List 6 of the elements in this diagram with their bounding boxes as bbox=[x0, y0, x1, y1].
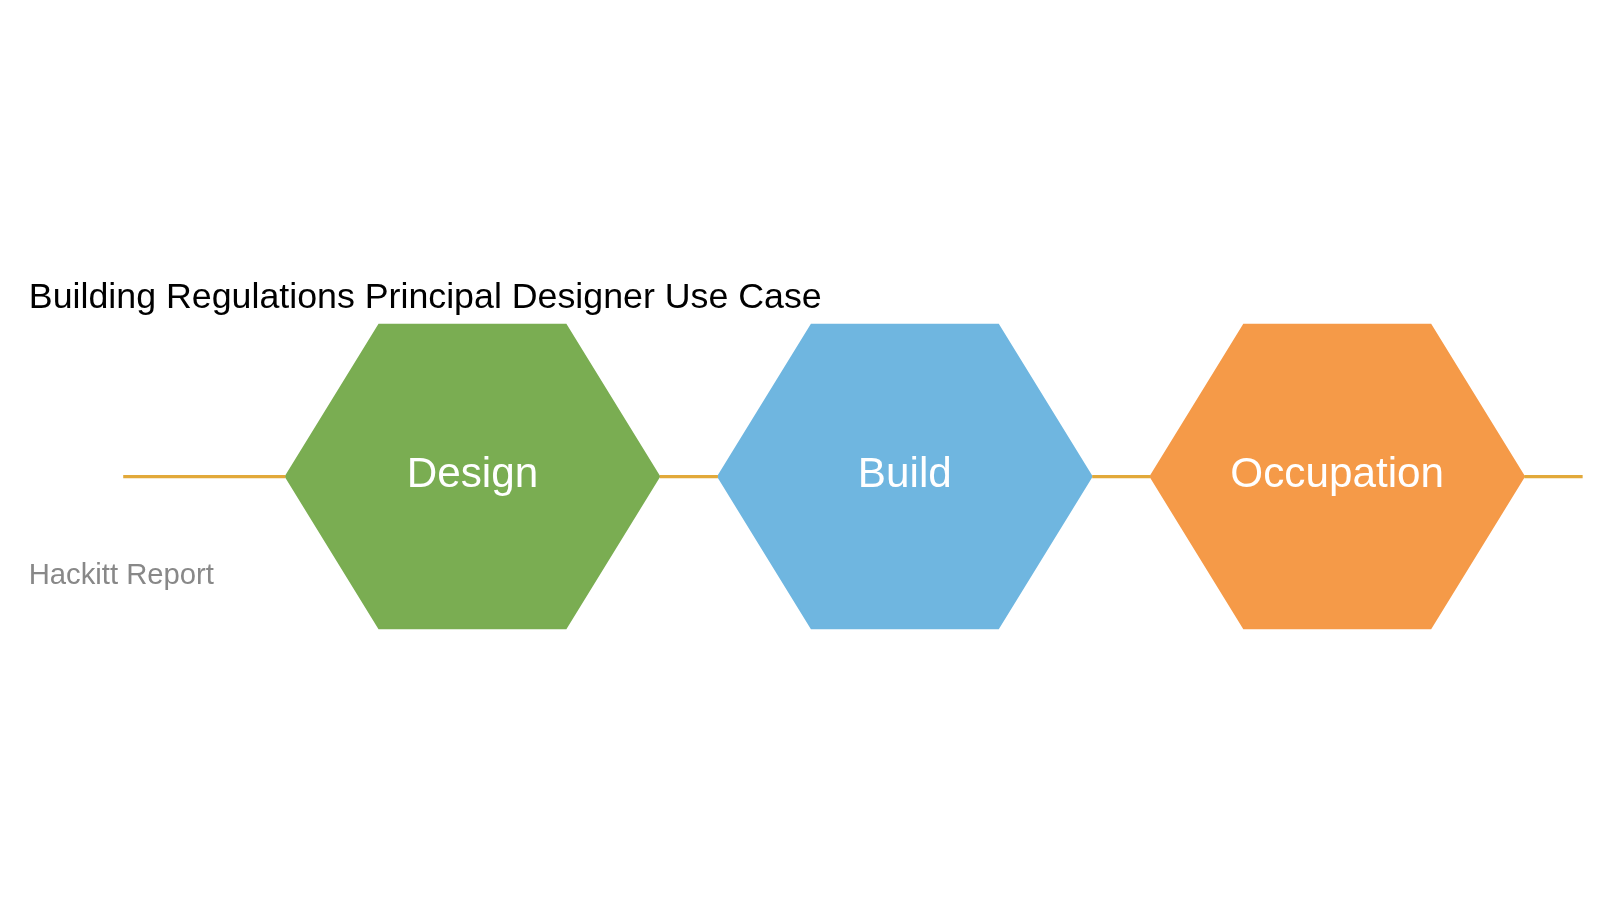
connector bbox=[659, 474, 718, 478]
connector bbox=[1524, 474, 1583, 478]
label: Hackitt Report bbox=[28, 557, 214, 590]
diagram-title: Building Regulations Principal Designer Use Case bbox=[28, 275, 822, 316]
connector bbox=[123, 474, 286, 478]
connector bbox=[1092, 474, 1151, 478]
